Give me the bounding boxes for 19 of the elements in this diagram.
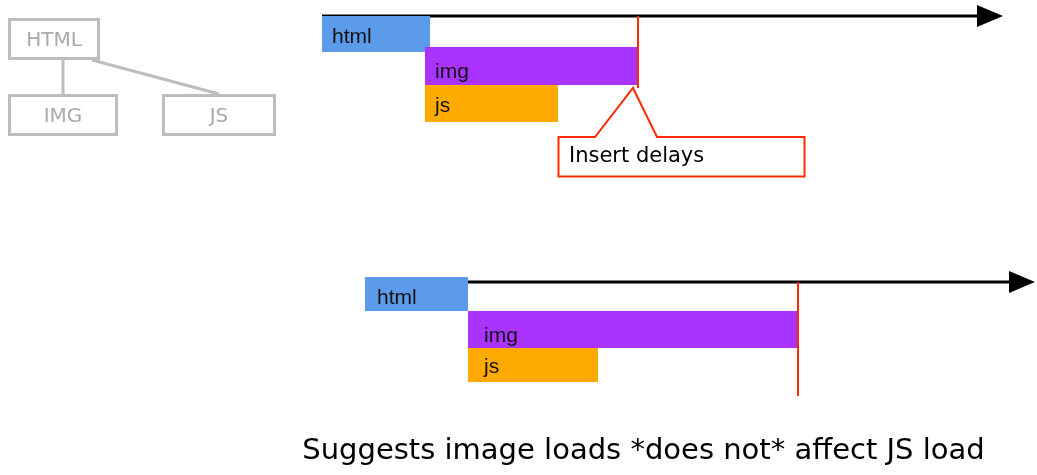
bar-label: img (435, 59, 469, 83)
callout-text: Insert delays (569, 143, 705, 167)
connector-line (91, 58, 220, 96)
bar-label: js (484, 354, 500, 378)
timeline-bar (425, 85, 558, 122)
connector-line (61, 60, 65, 94)
bar-label: img (484, 323, 518, 347)
timeline-bar (365, 277, 468, 311)
tree-node-box: HTML (8, 18, 100, 60)
timeline-bar (322, 16, 430, 52)
tree-node-box: JS (162, 94, 276, 136)
caption: Suggests image loads *does not* affect JS load (302, 432, 985, 466)
bar-label: js (435, 93, 451, 117)
timeline-bar (468, 311, 798, 348)
tree-node-box: IMG (8, 94, 118, 136)
bar-label: html (332, 24, 372, 48)
bar-label: html (377, 285, 417, 309)
timeline-bar (468, 348, 598, 382)
timeline-bar (425, 47, 638, 85)
